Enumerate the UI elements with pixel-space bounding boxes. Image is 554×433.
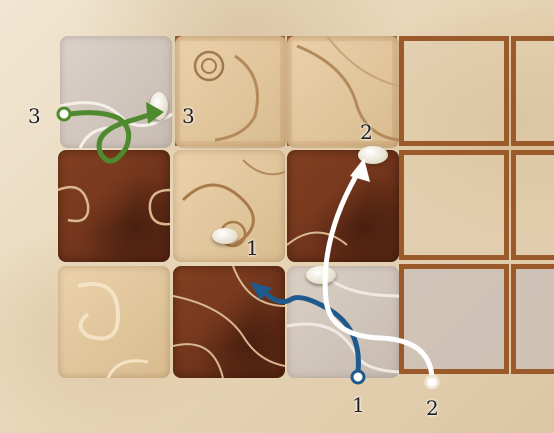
curl-pattern-icon bbox=[287, 150, 399, 262]
board-tile[interactable] bbox=[58, 266, 170, 378]
white-stone-icon[interactable] bbox=[306, 266, 336, 284]
curl-pattern-icon bbox=[58, 150, 170, 262]
board-tile[interactable] bbox=[173, 266, 285, 378]
move-3-start-label: 3 bbox=[28, 104, 41, 128]
board-tile[interactable] bbox=[287, 266, 399, 378]
white-stone-icon[interactable] bbox=[150, 92, 168, 120]
board-cell[interactable] bbox=[399, 150, 509, 260]
curl-pattern-icon bbox=[58, 266, 170, 378]
move-1-end-label: 1 bbox=[246, 236, 259, 260]
board-tile[interactable] bbox=[287, 36, 399, 148]
move-2-end-label: 2 bbox=[360, 120, 373, 144]
board-cell[interactable] bbox=[399, 264, 509, 374]
serpent-dragon-artwork-icon bbox=[173, 150, 285, 262]
board-cell[interactable] bbox=[511, 150, 554, 260]
board-tile[interactable] bbox=[287, 150, 399, 262]
board-cell[interactable] bbox=[399, 36, 509, 146]
board-tile[interactable] bbox=[175, 36, 287, 148]
move-2-start-label: 2 bbox=[426, 396, 439, 420]
white-stone-icon[interactable] bbox=[212, 228, 238, 244]
board-cell[interactable] bbox=[511, 36, 554, 146]
board-cell[interactable] bbox=[511, 264, 554, 374]
board-tile[interactable] bbox=[173, 150, 285, 262]
white-stone-icon[interactable] bbox=[358, 146, 388, 164]
serpent-dragon-artwork-icon bbox=[175, 36, 287, 148]
move-1-start-label: 1 bbox=[352, 393, 365, 417]
board-tile[interactable] bbox=[58, 150, 170, 262]
curl-pattern-icon bbox=[173, 266, 285, 378]
serpent-dragon-artwork-icon bbox=[287, 36, 399, 148]
curl-pattern-icon bbox=[287, 266, 399, 378]
move-3-end-label: 3 bbox=[182, 104, 195, 128]
